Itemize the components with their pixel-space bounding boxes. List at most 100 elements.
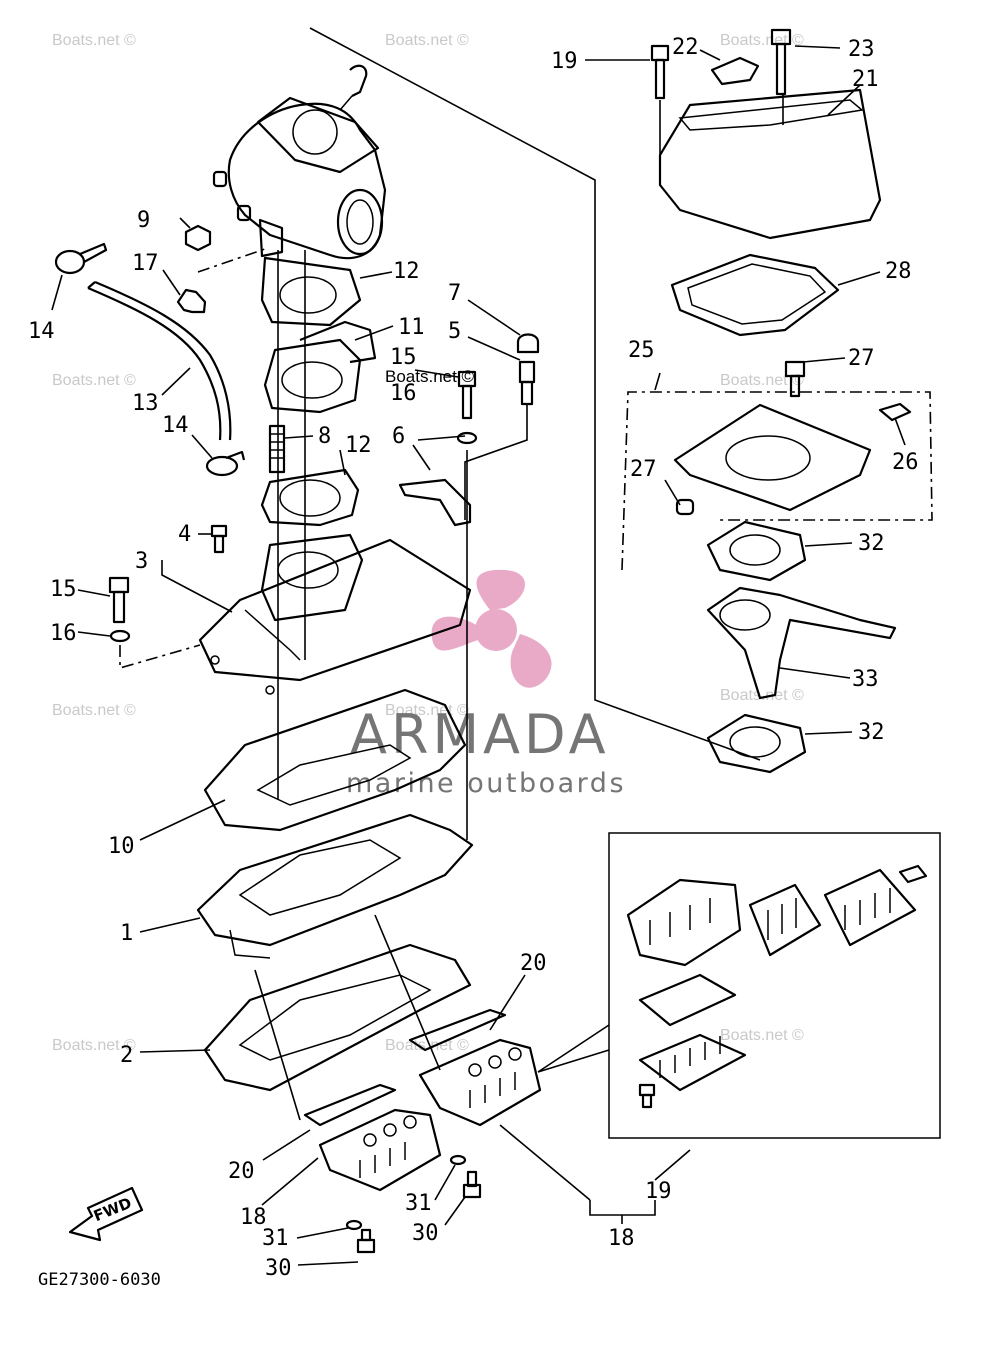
callout-12-upper: 12: [393, 259, 420, 284]
callout-15-center: 15: [390, 345, 417, 370]
washer-31-right: [449, 1154, 467, 1166]
watermark-boats-net: Boats.net ©: [385, 1037, 469, 1054]
bolt-15-left: [108, 576, 130, 624]
bracket-6: [398, 478, 472, 527]
callout-21: 21: [852, 67, 879, 92]
propeller-blade-icon: [476, 569, 525, 610]
callout-32-lower: 32: [858, 720, 885, 745]
cover-21: [658, 88, 882, 240]
callout-15-left: 15: [50, 577, 77, 602]
callout-18-left: 18: [240, 1205, 267, 1230]
callout-30-right: 30: [412, 1221, 439, 1246]
callout-27: 27: [630, 457, 657, 482]
callout-4: 4: [178, 522, 191, 547]
callout-7: 7: [448, 281, 461, 306]
watermark-boats-net: Boats.net ©: [52, 32, 136, 49]
watermark-boats-net: Boats.net ©: [52, 372, 136, 389]
hose-clamp-14-upper: [54, 242, 108, 275]
fitting-5: [518, 360, 536, 406]
callout-1: 1: [120, 921, 133, 946]
callout-3: 3: [135, 549, 148, 574]
hose-clamp-14-lower: [205, 450, 246, 477]
callout-2: 2: [120, 1043, 133, 1068]
watermark-boats-net: Boats.net ©: [720, 32, 804, 49]
insulator-11: [263, 320, 377, 414]
reed-valve-assembly-inset-19: [608, 832, 941, 1139]
watermark-boats-net-dark: Boats.net ©: [385, 367, 475, 386]
plate-22: [710, 56, 760, 86]
callout-16-center: 16: [390, 381, 417, 406]
callout-25: 25: [628, 338, 655, 363]
armada-logo: ARMADA marine outboards: [346, 569, 626, 799]
callout-16-left: 16: [50, 621, 77, 646]
bolt-24: [650, 44, 670, 100]
callout-12-lower: 12: [345, 433, 372, 458]
watermark-boats-net: Boats.net ©: [385, 702, 469, 719]
watermark-boats-net: Boats.net ©: [52, 1037, 136, 1054]
gasket-29: [670, 253, 840, 337]
screw-30-left: [356, 1228, 376, 1254]
gasket-32-lower: [706, 713, 807, 774]
intake-manifold-3: [198, 533, 472, 695]
boats-net-watermarks: Boats.net © Boats.net © Boats.net © Boat…: [52, 32, 804, 1054]
nut-9: [184, 224, 212, 252]
bolt-15-center: [457, 370, 477, 420]
washer-16-center: [456, 431, 478, 445]
diagram-code: GE27300-6030: [38, 1270, 161, 1290]
reed-plate-20-left: [303, 1083, 397, 1127]
callout-20-right: 20: [520, 951, 547, 976]
reed-block-18-left: [318, 1108, 442, 1192]
callout-30-left: 30: [265, 1256, 292, 1281]
cap-27: [675, 498, 695, 516]
callout-29: 28: [885, 259, 912, 284]
washer-16-left: [109, 629, 131, 643]
callout-5: 5: [448, 319, 461, 344]
callout-22: 22: [672, 35, 699, 60]
reed-block-18-right: [418, 1038, 542, 1127]
callout-11: 11: [398, 315, 425, 340]
gasket-32-upper: [706, 520, 807, 582]
bolt-23: [770, 28, 792, 96]
bolt-28: [784, 360, 806, 398]
armada-brand-subtitle: marine outboards: [346, 768, 626, 799]
callout-14-upper: 14: [28, 319, 55, 344]
callout-24: 19: [551, 49, 578, 74]
reed-valve-housing-1: [196, 813, 474, 959]
gasket-12-upper: [260, 256, 362, 327]
washer-31-left: [345, 1219, 363, 1231]
hose-13: [87, 280, 232, 441]
stud-bolt-8: [268, 424, 286, 474]
callout-18-right: 18: [608, 1226, 635, 1251]
watermark-boats-net: Boats.net ©: [720, 687, 804, 704]
callout-9: 9: [137, 208, 150, 233]
screw-30-right: [462, 1170, 482, 1199]
callout-20-left: 20: [228, 1159, 255, 1184]
callout-23: 23: [848, 37, 875, 62]
callout-26: 26: [892, 450, 919, 475]
callout-31-right: 31: [405, 1191, 432, 1216]
leader-lines: [51, 45, 906, 1266]
callout-31-left: 31: [262, 1226, 289, 1251]
flange-25: [673, 403, 872, 512]
callout-labels: 19 22 23 21 28 27 25 26 27 32 33 32 12 1…: [28, 35, 919, 1281]
armada-brand-name: ARMADA: [350, 703, 610, 766]
clamp-17: [176, 288, 207, 314]
propeller-blade-icon: [510, 634, 552, 688]
cap-7: [516, 333, 540, 354]
callout-32-upper: 32: [858, 531, 885, 556]
watermark-boats-net: Boats.net ©: [720, 1027, 804, 1044]
gasket-12-lower: [260, 468, 360, 527]
callout-19: 19: [645, 1179, 672, 1204]
reed-plate-20-right: [408, 1008, 507, 1052]
watermark-boats-net: Boats.net ©: [720, 372, 804, 389]
gasket-2: [203, 943, 472, 1092]
callout-17: 17: [132, 251, 159, 276]
watermark-boats-net: Boats.net ©: [385, 32, 469, 49]
plate-33: [706, 586, 897, 700]
callout-6: 6: [392, 424, 405, 449]
callout-8: 8: [318, 424, 331, 449]
callout-10: 10: [108, 834, 135, 859]
callout-14-lower: 14: [162, 413, 189, 438]
bolt-4: [210, 524, 228, 554]
